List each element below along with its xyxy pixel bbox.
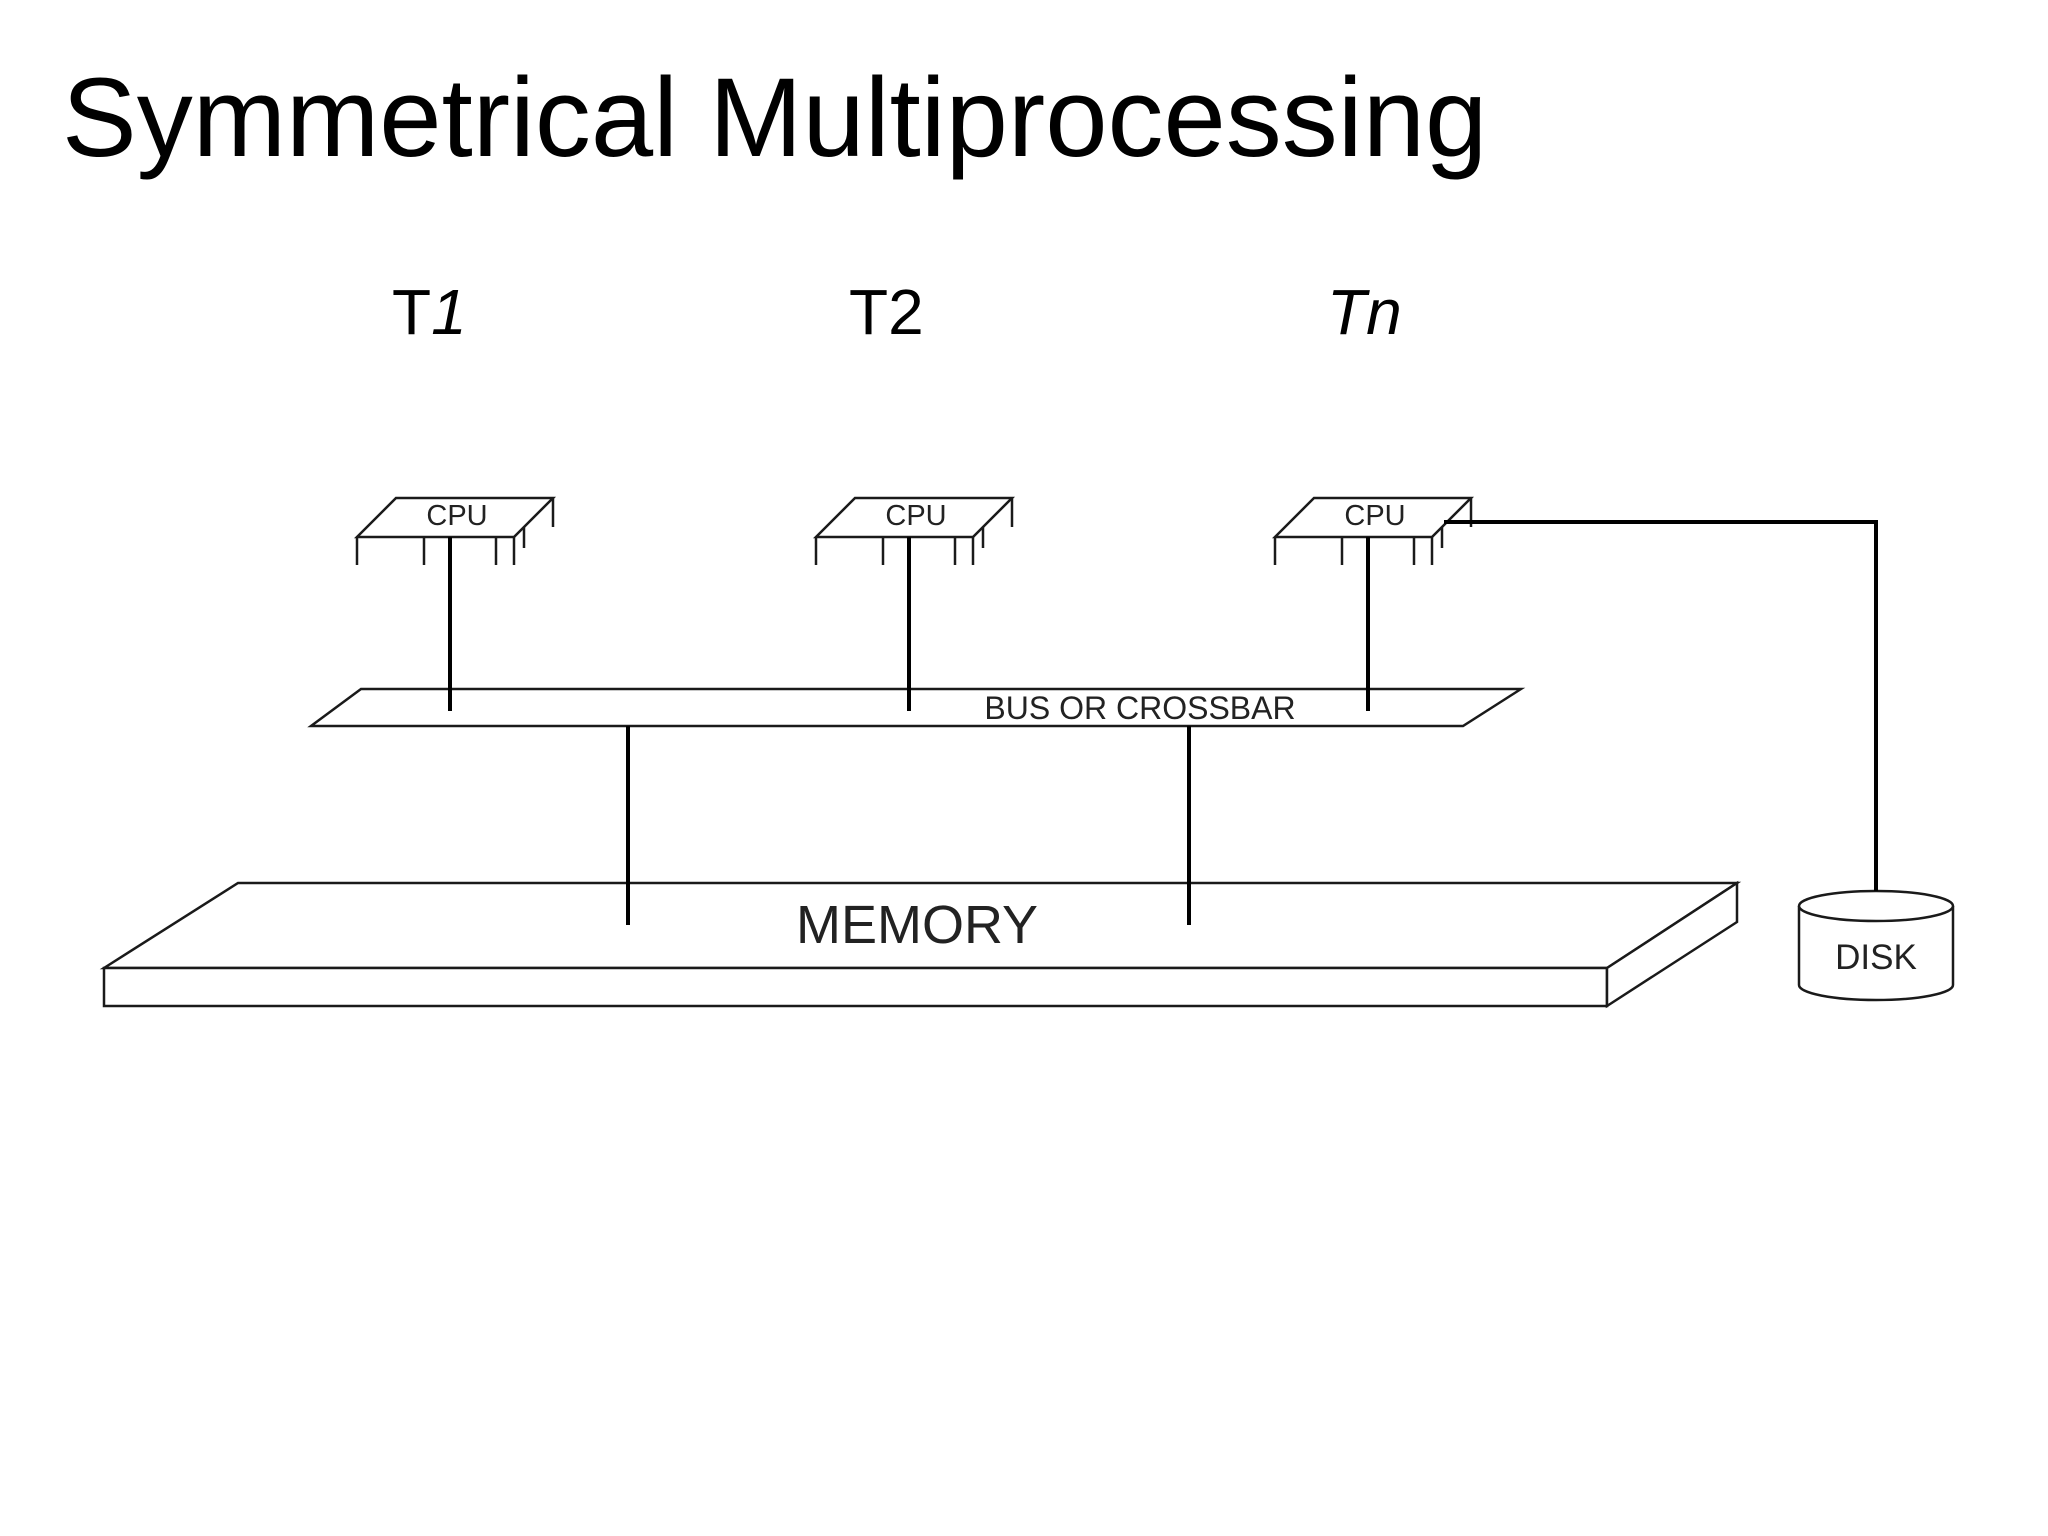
bus-crossbar: BUS OR CROSSBAR — [307, 687, 1526, 728]
cpu-chip-2: CPU — [812, 496, 1016, 565]
thread-label-1: T1 — [392, 276, 467, 348]
cpu-chip-1: CPU — [353, 496, 557, 565]
cpu-2-label: CPU — [885, 500, 946, 532]
memory-module: MEMORY — [99, 880, 1742, 1009]
thread-label-n: Tn — [1327, 276, 1402, 348]
disk-top — [1797, 889, 1955, 923]
memory-label: MEMORY — [796, 895, 1038, 955]
disk-drive: DISK — [1797, 889, 1955, 1002]
disk-body — [1797, 906, 1955, 1002]
memory-front-face — [102, 966, 1609, 1008]
thread-label-2: T2 — [849, 276, 924, 348]
bus-label: BUS OR CROSSBAR — [984, 690, 1295, 726]
disk-label: DISK — [1835, 938, 1917, 977]
cpu-disk-wire — [1444, 520, 1878, 891]
cpu-n-label: CPU — [1344, 500, 1405, 532]
cpu-1-label: CPU — [426, 500, 487, 532]
cpu-chip-n: CPU — [1271, 496, 1475, 565]
memory-side-face — [1605, 880, 1739, 1009]
slide-title: Symmetrical Multiprocessing — [62, 55, 1488, 180]
bus-plane — [307, 687, 1526, 728]
